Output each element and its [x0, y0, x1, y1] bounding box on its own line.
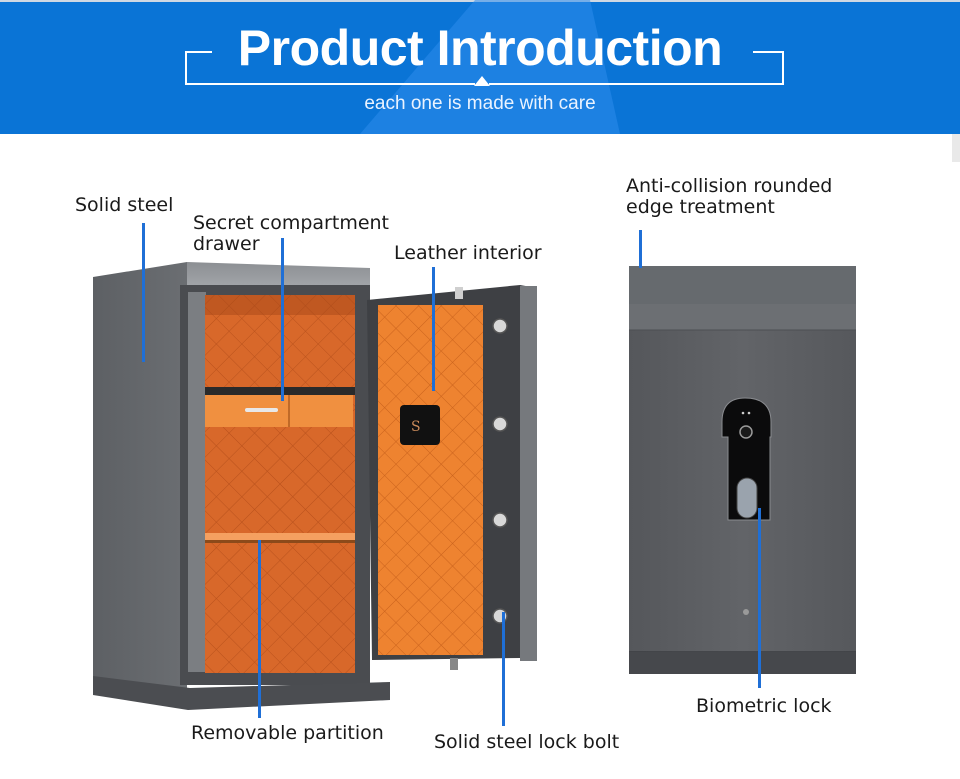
title-frame-bottom-left	[185, 83, 475, 85]
label-removable-partition: Removable partition	[191, 722, 384, 744]
title-frame-right-stub	[753, 51, 783, 53]
svg-text:S: S	[411, 419, 421, 435]
leader-solid-steel	[142, 223, 145, 362]
leader-leather-interior	[432, 267, 435, 391]
leader-biometric-lock	[758, 508, 761, 688]
label-secret-drawer-line2: drawer	[193, 233, 260, 255]
page-title: Product Introduction	[237, 20, 723, 76]
page-subtitle: each one is made with care	[364, 93, 596, 114]
light-beam-decoration	[360, 0, 620, 134]
title-frame-left	[185, 51, 187, 84]
leader-secret-drawer	[281, 238, 284, 401]
title-frame-left-stub	[185, 51, 212, 53]
label-solid-steel: Solid steel	[75, 194, 174, 216]
edge-strip	[952, 134, 960, 162]
label-secret-drawer-line1: Secret compartment	[193, 212, 390, 234]
title-frame-bottom-right	[489, 83, 784, 85]
triangle-pointer-icon	[474, 76, 490, 86]
label-anti-collision-line1: Anti-collision rounded	[626, 175, 833, 197]
label-lock-bolt: Solid steel lock bolt	[434, 731, 620, 753]
header-banner: Product Introduction each one is made wi…	[0, 0, 960, 134]
label-leather-interior: Leather interior	[394, 242, 542, 264]
title-frame-right	[782, 51, 784, 84]
label-biometric-lock: Biometric lock	[696, 695, 832, 717]
label-anti-collision-line2: edge treatment	[626, 196, 775, 218]
leader-anti-collision	[639, 230, 642, 268]
leader-lock-bolt	[502, 612, 505, 726]
leader-removable-partition	[258, 540, 261, 718]
